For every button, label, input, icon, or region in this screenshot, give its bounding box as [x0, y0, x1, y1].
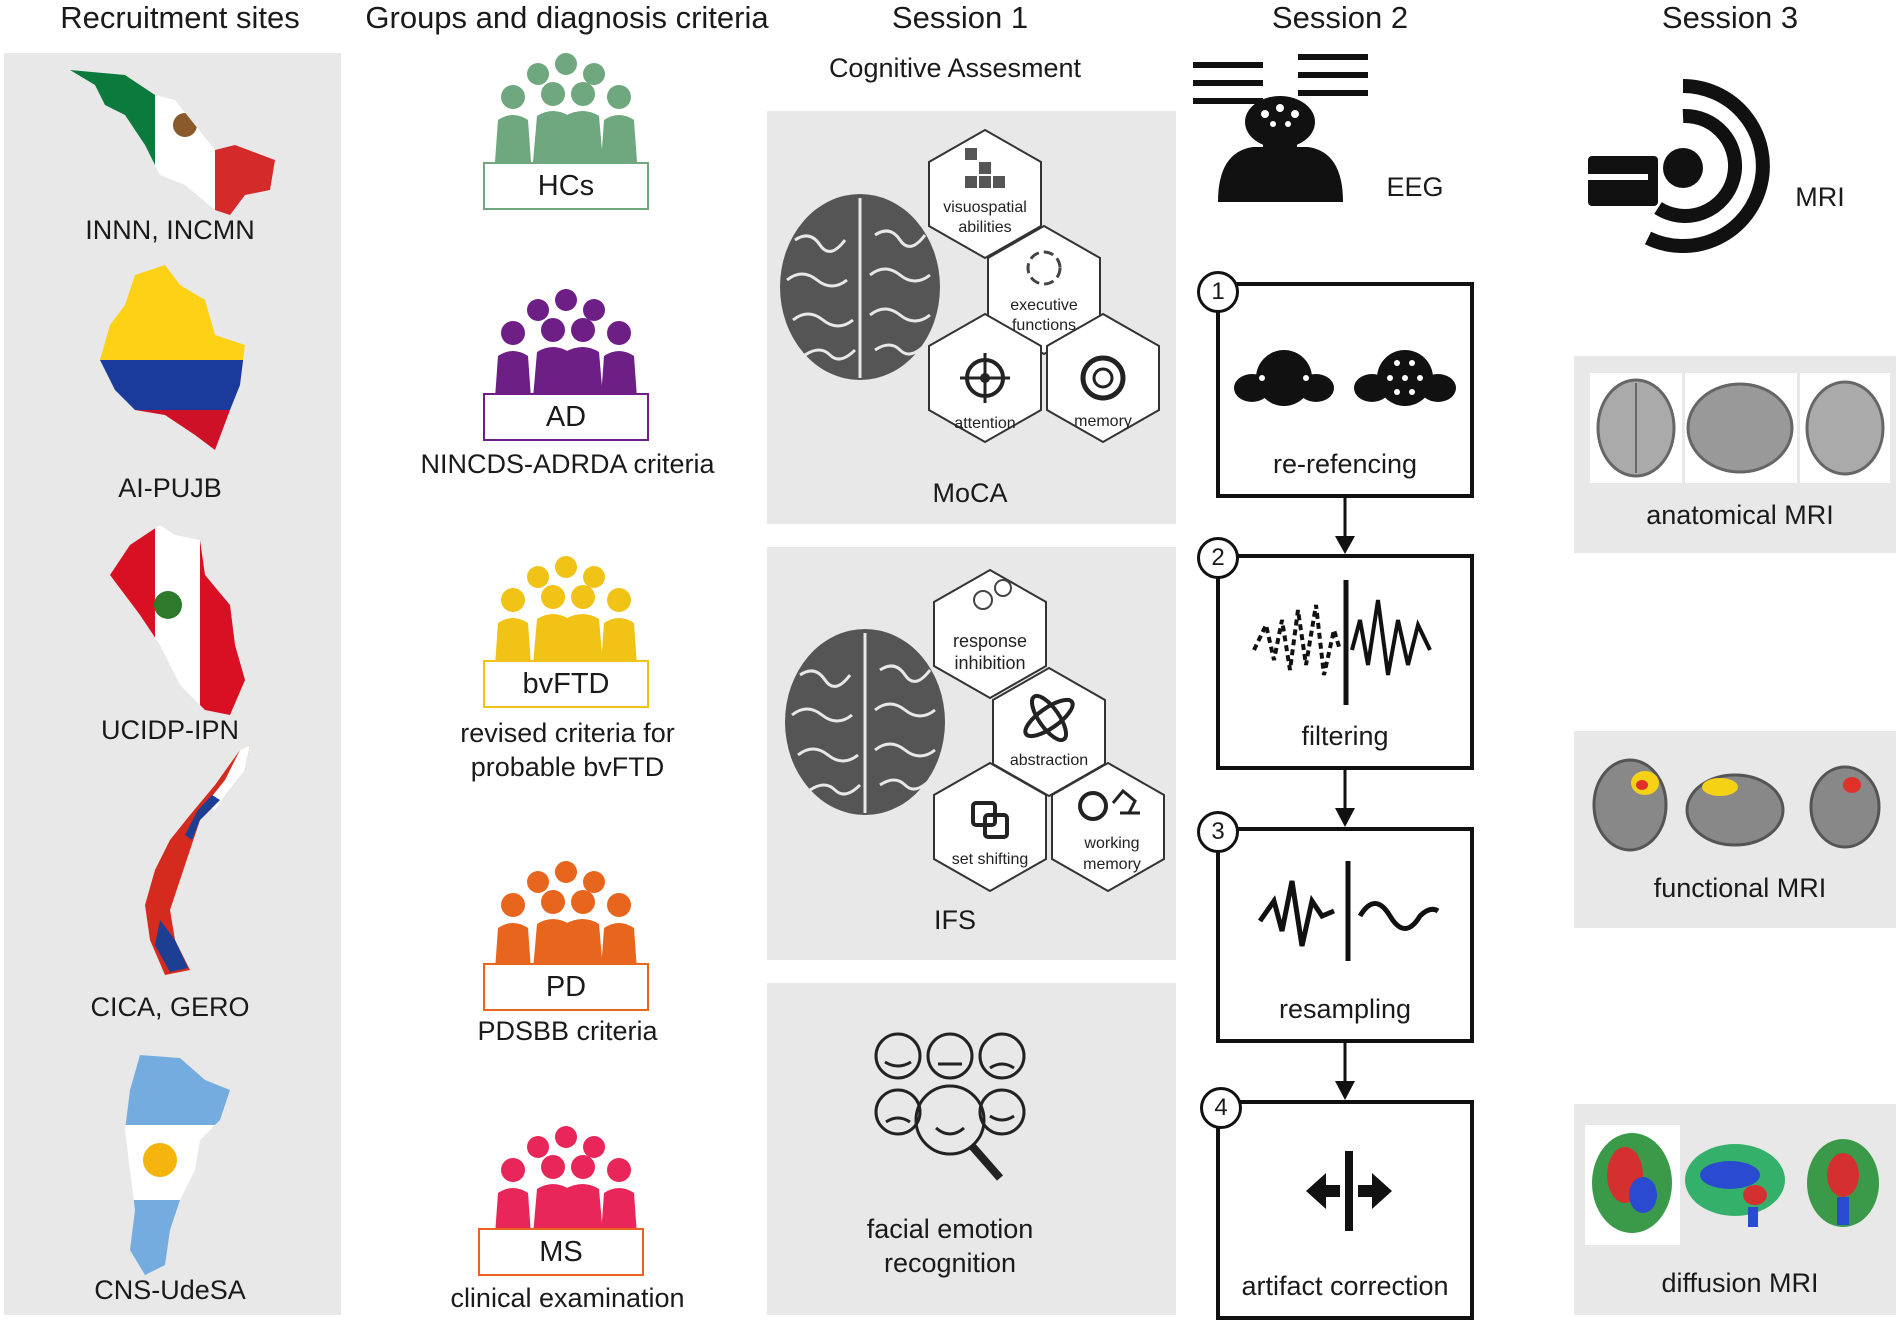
group-pd-criteria: PDSBB criteria	[477, 1016, 658, 1046]
ifs-domain-1a: response	[953, 631, 1027, 651]
session2-title: Session 2	[1271, 0, 1409, 35]
anatomical-mri-images	[1590, 373, 1890, 483]
functional-mri-images	[1592, 758, 1881, 852]
session1-title: Session 1	[891, 0, 1029, 35]
flow-arrow-2	[1335, 770, 1355, 827]
cognitive-assessment-subtitle: Cognitive Assesment	[828, 53, 1082, 83]
group-bvftd-criteria-line1: revised criteria for	[460, 718, 675, 748]
diffusion-mri-images	[1585, 1125, 1879, 1245]
step-3-label: resampling	[1278, 994, 1412, 1024]
faces-magnifier-icon	[874, 1032, 1026, 1181]
group-bvftd-criteria-line2: probable bvFTD	[470, 752, 665, 782]
recruitment-sites-title: Recruitment sites	[60, 0, 300, 35]
site-label-chile: CICA, GERO	[90, 992, 250, 1022]
brain-icon-ifs	[785, 629, 945, 815]
colombia-flag-map	[100, 265, 245, 450]
group-ms-box: MS	[478, 1228, 644, 1276]
session3-title: Session 3	[1661, 0, 1799, 35]
ms-crowd-icon	[495, 1126, 637, 1235]
step-filtering-box: filtering	[1216, 554, 1474, 770]
diffusion-mri-label: diffusion MRI	[1661, 1268, 1819, 1298]
group-pd-box: PD	[483, 963, 649, 1011]
eeg-label: EEG	[1386, 172, 1444, 202]
site-label-colombia: AI-PUJB	[118, 473, 222, 503]
ifs-domain-4a: working	[1083, 835, 1139, 852]
step-resampling-box: resampling	[1216, 827, 1474, 1043]
step-4-number: 4	[1200, 1087, 1242, 1129]
moca-hexagons: visuospatial abilities executive functio…	[928, 128, 1160, 444]
facial-emotion-line2: recognition	[883, 1248, 1017, 1278]
eeg-head-icon	[1193, 54, 1368, 202]
moca-domain-1b: abilities	[958, 219, 1011, 236]
argentina-flag-map	[125, 1055, 230, 1275]
ifs-domain-3: set shifting	[952, 851, 1028, 868]
pd-crowd-icon	[495, 861, 637, 970]
step-rereferencing-box: re-refencing	[1216, 282, 1474, 498]
moca-domain-2b: functions	[1012, 317, 1076, 334]
step-artifact-box: artifact correction	[1216, 1100, 1474, 1320]
moca-label: MoCA	[932, 478, 1008, 508]
ad-crowd-icon	[495, 289, 637, 398]
site-label-peru: UCIDP-IPN	[100, 715, 239, 745]
brain-icon	[780, 194, 940, 380]
group-ad-box: AD	[483, 393, 649, 441]
filter-waveform-icon	[1252, 580, 1432, 705]
head-electrodes-icon	[1234, 350, 1456, 406]
step-3-number: 3	[1197, 811, 1239, 853]
facial-emotion-line1: facial emotion	[866, 1214, 1034, 1244]
mri-scanner-icon	[1588, 79, 1770, 253]
ifs-hexagons: response inhibition abstraction set shif…	[933, 568, 1165, 893]
site-label-argentina: CNS-UdeSA	[94, 1275, 246, 1305]
resample-waveform-icon	[1257, 861, 1440, 961]
anatomical-mri-label: anatomical MRI	[1646, 500, 1834, 530]
step-2-label: filtering	[1301, 721, 1389, 751]
group-ms-criteria: clinical examination	[450, 1283, 685, 1313]
ifs-domain-4b: memory	[1083, 856, 1141, 873]
mexico-flag-map	[70, 70, 275, 215]
bvftd-crowd-icon	[495, 556, 637, 665]
moca-domain-1a: visuospatial	[943, 199, 1027, 216]
ifs-label: IFS	[933, 905, 976, 935]
step-2-number: 2	[1197, 537, 1239, 579]
step-1-label: re-refencing	[1272, 449, 1418, 479]
moca-domain-2a: executive	[1010, 297, 1078, 314]
functional-mri-label: functional MRI	[1653, 873, 1827, 903]
step-1-number: 1	[1197, 271, 1239, 313]
artifact-arrows-icon	[1306, 1151, 1392, 1231]
hc-crowd-icon	[495, 53, 637, 162]
step-4-label: artifact correction	[1241, 1271, 1449, 1301]
chile-flag-map	[145, 745, 250, 975]
group-hc-box: HCs	[483, 162, 649, 210]
group-ad-criteria: NINCDS-ADRDA criteria	[420, 449, 715, 479]
flow-arrow-3	[1335, 1043, 1355, 1100]
peru-flag-map	[110, 525, 245, 715]
ifs-domain-2: abstraction	[1010, 752, 1088, 769]
site-label-mexico: INNN, INCMN	[85, 215, 255, 245]
moca-domain-4: memory	[1074, 413, 1132, 430]
groups-title: Groups and diagnosis criteria	[365, 0, 769, 35]
flow-arrow-1	[1335, 498, 1355, 554]
mri-label: MRI	[1795, 182, 1845, 212]
moca-domain-3: attention	[954, 415, 1015, 432]
group-bvftd-box: bvFTD	[483, 660, 649, 708]
ifs-domain-1b: inhibition	[954, 653, 1025, 673]
